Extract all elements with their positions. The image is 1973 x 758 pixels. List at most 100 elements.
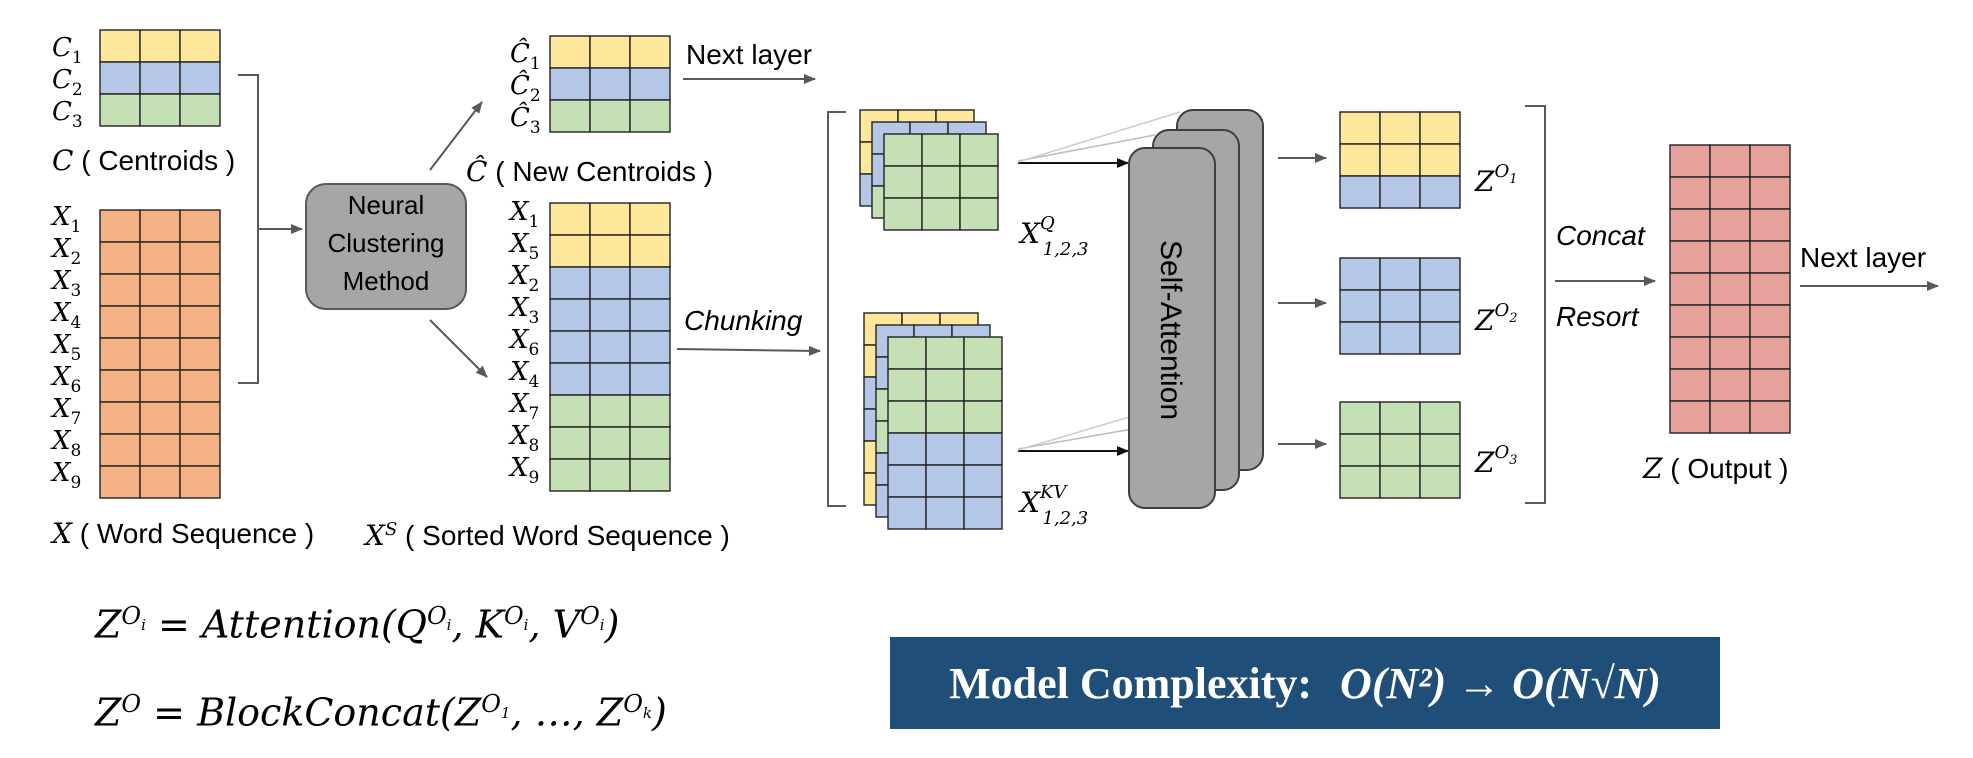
word-cell <box>179 337 221 371</box>
centroid-cell <box>179 29 221 63</box>
word-cell <box>99 433 141 467</box>
word-cell <box>139 401 181 435</box>
output-3-cell <box>1419 465 1461 499</box>
output-3-cell <box>1419 401 1461 435</box>
output-1-cell <box>1419 175 1461 209</box>
output-3-cell <box>1419 433 1461 467</box>
query-front-cell <box>921 197 961 231</box>
sorted-cell <box>629 234 671 268</box>
kv-front-cell <box>925 368 965 402</box>
output-1-cell <box>1419 111 1461 145</box>
sorted-label: X1 <box>508 197 539 232</box>
final-output-cell <box>1669 144 1711 178</box>
output-2-cell <box>1419 257 1461 291</box>
sorted-label: X7 <box>508 389 539 424</box>
output-1-cell <box>1419 143 1461 177</box>
final-output-cell <box>1749 400 1791 434</box>
output-2-cell <box>1379 321 1421 355</box>
sorted-cell <box>549 458 591 492</box>
output-label-1: ZO1 <box>1474 161 1518 198</box>
word-cell <box>139 241 181 275</box>
output-3-cell <box>1339 401 1381 435</box>
concat-label: Concat <box>1556 220 1646 251</box>
final-output-cell <box>1749 240 1791 274</box>
sorted-cell <box>549 234 591 268</box>
kv-front-cell <box>925 432 965 466</box>
new-centroid-cell <box>549 99 591 133</box>
centroid-label: C3 <box>52 97 83 132</box>
kv-front-cell <box>887 496 927 530</box>
output-3-cell <box>1379 433 1421 467</box>
sorted-cell <box>629 298 671 332</box>
word-label: X6 <box>50 362 81 397</box>
centroid-cell <box>179 93 221 127</box>
final-output-cell <box>1709 208 1751 242</box>
final-output-cell <box>1749 272 1791 306</box>
final-output-cell <box>1709 368 1751 402</box>
arrow-to-sorted-sequence <box>429 319 488 378</box>
kv-front-cell <box>887 368 927 402</box>
final-output-cell <box>1749 208 1791 242</box>
sorted-cell <box>589 362 631 396</box>
chunking-label: Chunking <box>684 305 803 336</box>
sorted-sequence-caption: XS ( Sorted Word Sequence ) <box>363 519 730 553</box>
query-chunk-stack <box>859 109 999 231</box>
sorted-label: X8 <box>508 421 539 456</box>
sorted-cell <box>629 266 671 300</box>
final-output-cell <box>1669 304 1711 338</box>
word-cell <box>99 209 141 243</box>
word-label: X9 <box>50 458 81 493</box>
output-label-2: ZO2 <box>1474 300 1518 337</box>
output-2-cell <box>1339 289 1381 323</box>
sorted-cell <box>629 330 671 364</box>
sorted-cell <box>549 202 591 236</box>
method-line1: Neural <box>348 190 425 220</box>
final-output-cell <box>1749 304 1791 338</box>
output-blocks <box>1339 111 1461 499</box>
arrow-to-new-centroids <box>429 101 483 171</box>
word-cell <box>139 369 181 403</box>
word-label: X4 <box>50 298 81 333</box>
word-cell <box>99 241 141 275</box>
sorted-cell <box>589 202 631 236</box>
sorted-cell <box>629 202 671 236</box>
model-complexity-banner: Model Complexity: O(N²) → O(N√N) <box>890 637 1720 729</box>
query-front-cell <box>959 197 999 231</box>
final-output-cell <box>1669 400 1711 434</box>
word-cell <box>139 273 181 307</box>
key-value-chunk-stack <box>863 312 1003 530</box>
self-attention-label: Self-Attention <box>1154 240 1187 420</box>
chunk-bracket <box>827 111 846 507</box>
output-2-cell <box>1339 321 1381 355</box>
sorted-sequence-grid <box>549 202 671 492</box>
word-cell <box>139 433 181 467</box>
arrow-query-faint-1 <box>1017 134 1156 162</box>
output-3-cell <box>1339 465 1381 499</box>
word-label: X2 <box>50 234 81 269</box>
arrow-query-faint-2 <box>1017 111 1181 163</box>
output-3-cell <box>1379 465 1421 499</box>
final-output-cell <box>1669 336 1711 370</box>
final-output-cell <box>1709 272 1751 306</box>
output-2-cell <box>1419 289 1461 323</box>
kv-front-cell <box>963 336 1003 370</box>
new-centroid-label: Ĉ3 <box>510 101 541 138</box>
centroid-cell <box>179 61 221 95</box>
next-layer-top-label: Next layer <box>686 39 812 70</box>
kv-front-cell <box>925 464 965 498</box>
new-centroid-cell <box>589 35 631 69</box>
output-2-cell <box>1419 321 1461 355</box>
sorted-cell <box>549 298 591 332</box>
kv-front-cell <box>887 400 927 434</box>
word-label: X1 <box>50 202 81 237</box>
word-label: X5 <box>50 330 81 365</box>
output-bracket <box>1525 105 1546 504</box>
final-output-cell <box>1749 144 1791 178</box>
model-complexity-label: Model Complexity: <box>949 658 1313 708</box>
centroids-caption-text: ( Centroids ) <box>73 145 235 176</box>
word-sequence-grid <box>99 209 221 499</box>
